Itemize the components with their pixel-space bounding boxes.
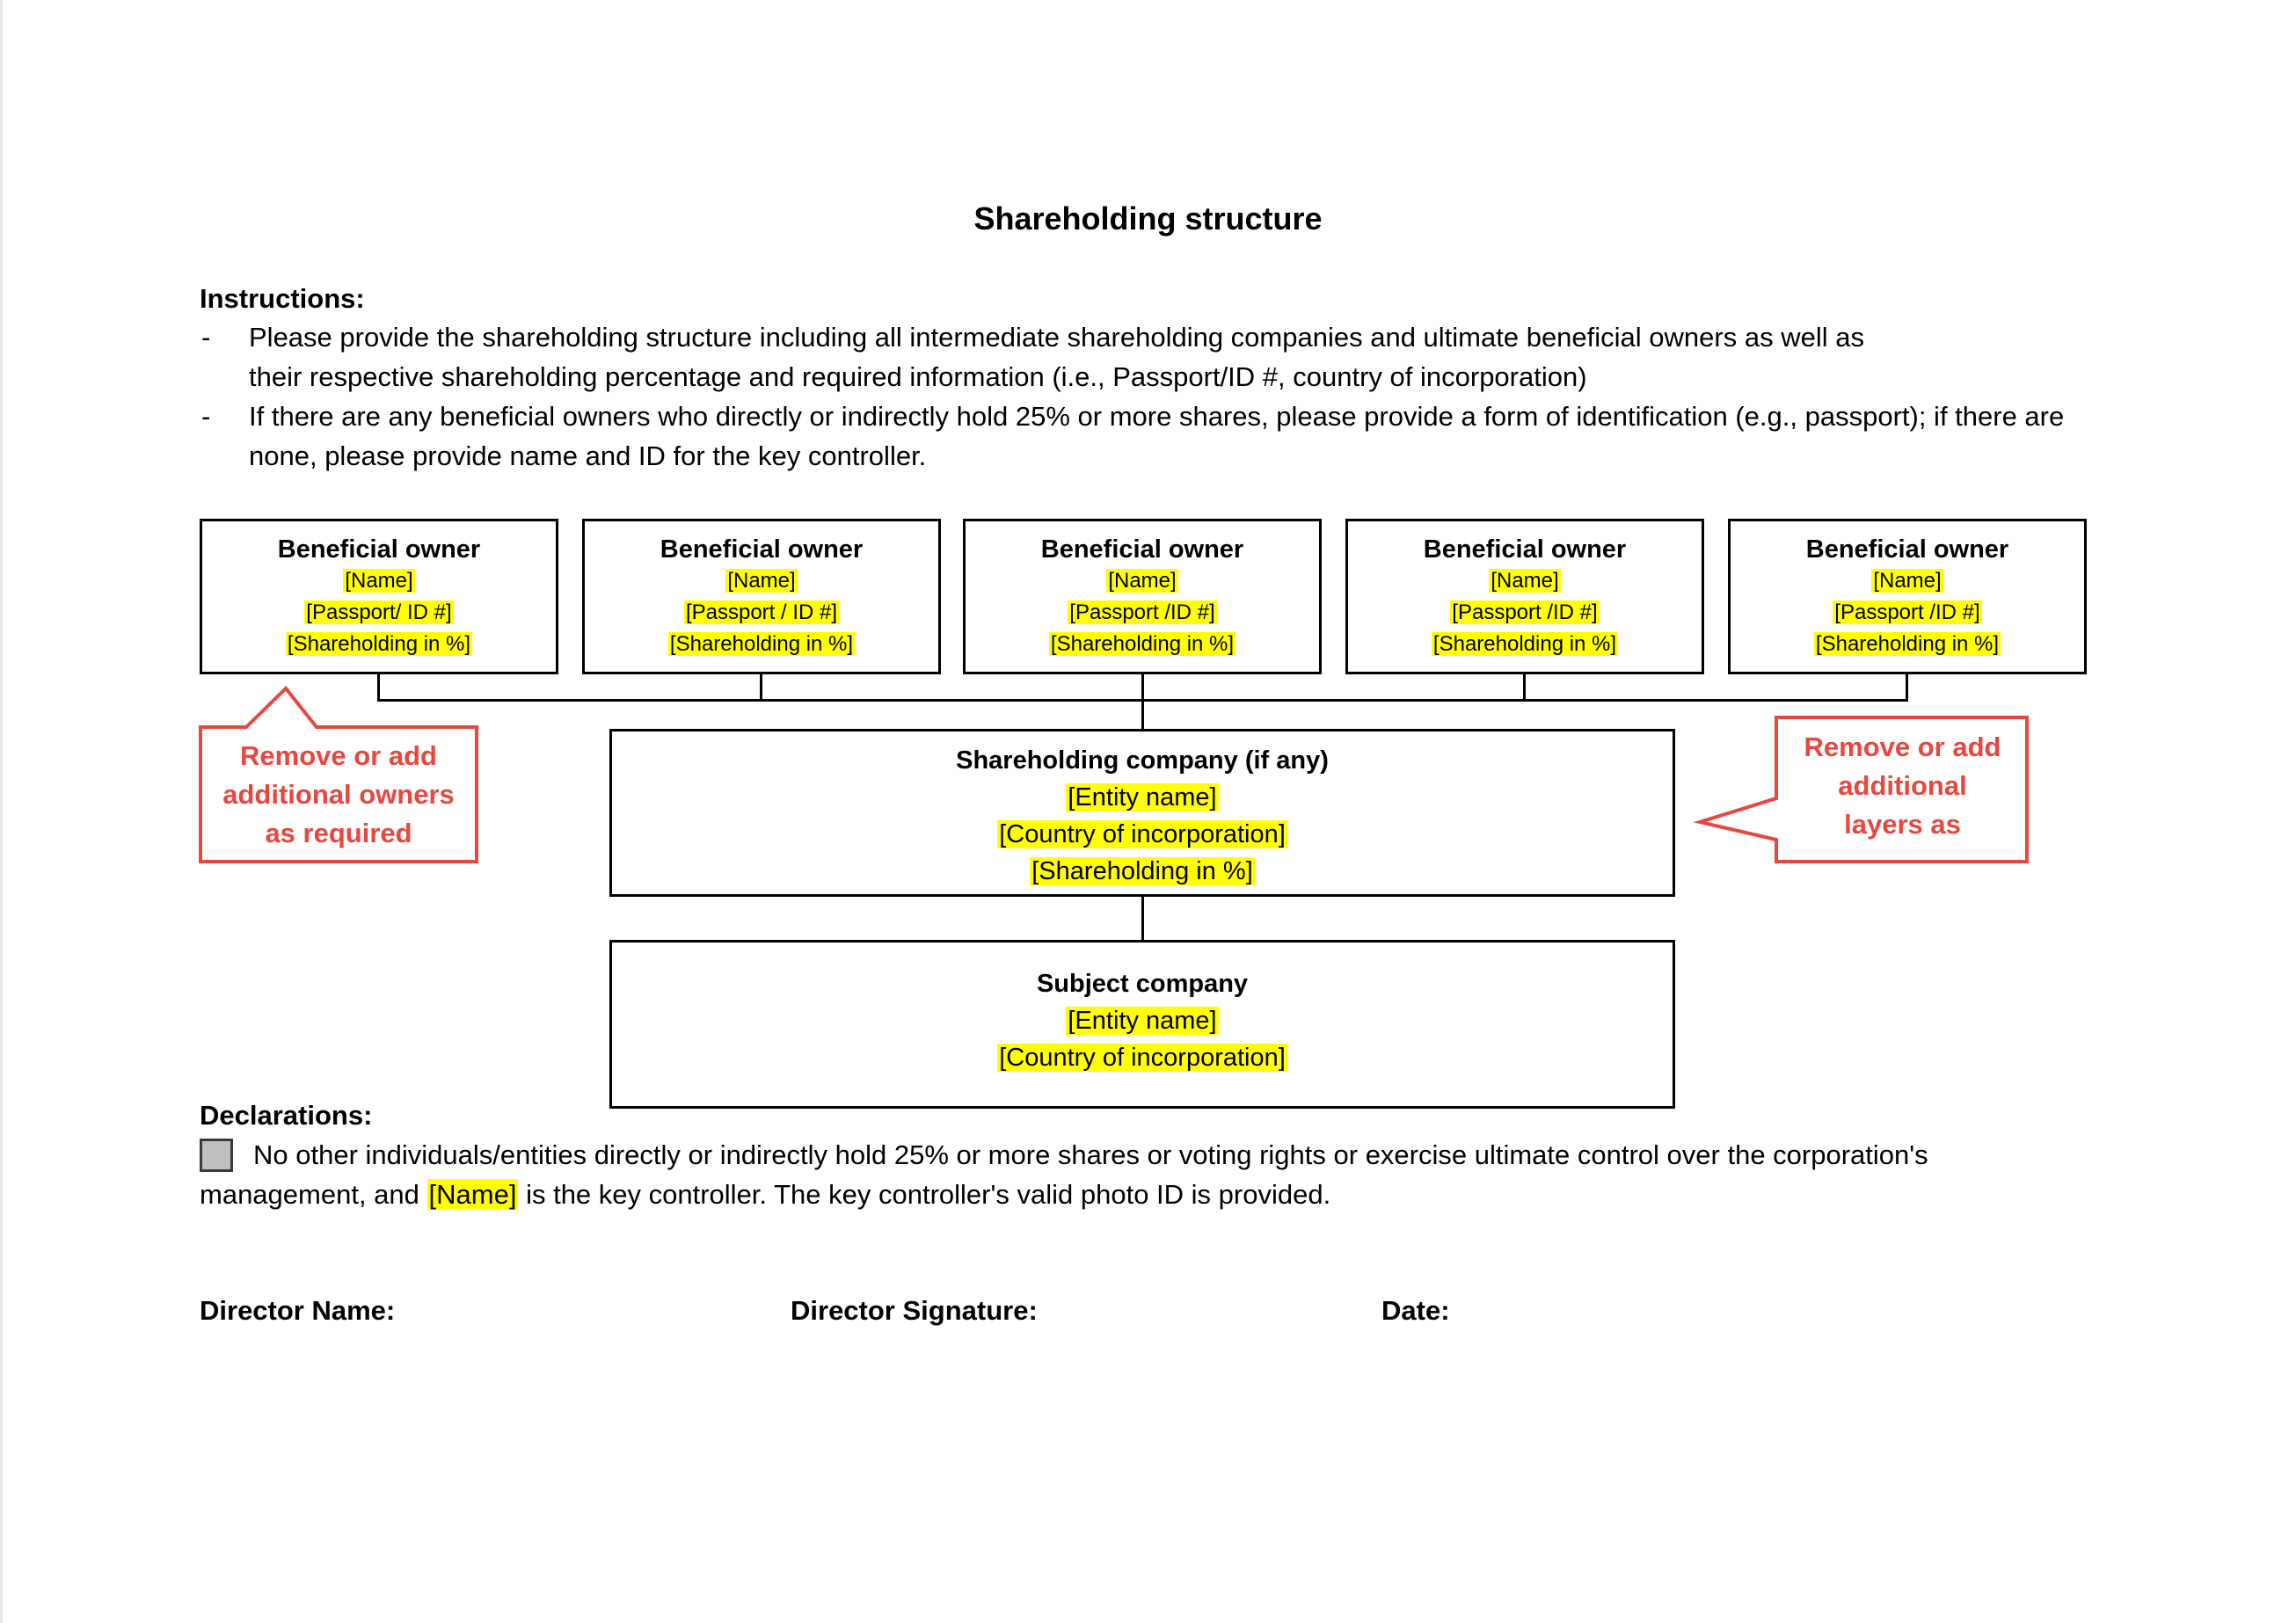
- owner-passport-field[interactable]: [Passport /ID #]: [1068, 600, 1217, 624]
- owner-name-field[interactable]: [Name]: [1871, 569, 1943, 593]
- connector-line: [1906, 674, 1908, 701]
- owner-title: Beneficial owner: [1040, 535, 1244, 564]
- instruction-line: their respective shareholding percentage…: [249, 361, 1587, 392]
- connector-line: [1141, 674, 1144, 729]
- owner-shareholding-field[interactable]: [Shareholding in %]: [667, 632, 856, 656]
- instruction-line: none, please provide name and ID for the…: [249, 440, 927, 471]
- owner-passport-field[interactable]: [Passport /ID #]: [1450, 600, 1600, 624]
- declarations-label: Declarations:: [200, 1100, 373, 1131]
- country-field[interactable]: [Country of incorporation]: [997, 820, 1287, 848]
- callout-owners-shape: [199, 686, 478, 863]
- connector-line: [1141, 895, 1144, 942]
- owner-shareholding-field[interactable]: [Shareholding in %]: [1048, 632, 1236, 656]
- owner-title: Beneficial owner: [1805, 535, 2009, 564]
- bullet-dash: -: [201, 401, 211, 432]
- shareholding-field[interactable]: [Shareholding in %]: [1030, 857, 1255, 885]
- beneficial-owner-box: Beneficial owner [Name] [Passport /ID #]…: [1728, 519, 2087, 674]
- director-signature-label: Director Signature:: [791, 1295, 1038, 1326]
- owner-passport-field[interactable]: [Passport / ID #]: [683, 600, 840, 624]
- key-controller-name-field[interactable]: [Name]: [426, 1179, 519, 1210]
- callout-layers-text: Remove or add additional layers as: [1804, 731, 2001, 840]
- entity-name-field[interactable]: [Entity name]: [1066, 1007, 1219, 1035]
- owner-title: Beneficial owner: [277, 535, 481, 564]
- subject-company-title: Subject company: [1036, 970, 1249, 998]
- declaration-line: management, and [Name] is the key contro…: [200, 1175, 1330, 1214]
- director-name-label: Director Name:: [200, 1295, 396, 1326]
- owner-shareholding-field[interactable]: [Shareholding in %]: [1431, 632, 1619, 656]
- owner-name-field[interactable]: [Name]: [1489, 569, 1561, 593]
- subject-company-box: Subject company [Entity name] [Country o…: [609, 940, 1675, 1109]
- owner-name-field[interactable]: [Name]: [1106, 569, 1178, 593]
- date-label: Date:: [1381, 1295, 1450, 1326]
- beneficial-owner-box: Beneficial owner [Name] [Passport /ID #]…: [963, 519, 1322, 674]
- owner-passport-field[interactable]: [Passport /ID #]: [1833, 600, 1982, 624]
- owner-name-field[interactable]: [Name]: [343, 569, 415, 593]
- callout-layers-shape: [1693, 716, 2029, 863]
- callout-owners-text: Remove or add additional owners as requi…: [222, 740, 455, 848]
- entity-name-field[interactable]: [Entity name]: [1066, 783, 1219, 812]
- declaration-line: No other individuals/entities directly o…: [253, 1139, 1928, 1170]
- country-field[interactable]: [Country of incorporation]: [997, 1044, 1287, 1072]
- connector-line: [760, 674, 762, 701]
- instruction-line: Please provide the shareholding structur…: [249, 322, 1864, 353]
- owner-shareholding-field[interactable]: [Shareholding in %]: [285, 632, 473, 656]
- instruction-line: If there are any beneficial owners who d…: [249, 401, 2065, 432]
- owner-name-field[interactable]: [Name]: [725, 569, 798, 593]
- connector-line: [1523, 674, 1526, 701]
- beneficial-owner-box: Beneficial owner [Name] [Passport / ID #…: [582, 519, 941, 674]
- connector-line: [377, 674, 380, 701]
- owner-title: Beneficial owner: [660, 535, 864, 564]
- shareholding-company-title: Shareholding company (if any): [956, 746, 1329, 775]
- bullet-dash: -: [201, 322, 211, 353]
- declaration-text: management, and: [200, 1179, 419, 1210]
- shareholding-company-box: Shareholding company (if any) [Entity na…: [609, 729, 1675, 897]
- instructions-label: Instructions:: [200, 283, 365, 314]
- declaration-checkbox[interactable]: [200, 1139, 233, 1172]
- beneficial-owner-box: Beneficial owner [Name] [Passport /ID #]…: [1345, 519, 1704, 674]
- page-edge: [0, 0, 3, 1623]
- beneficial-owner-box: Beneficial owner [Name] [Passport/ ID #]…: [200, 519, 558, 674]
- page-title: Shareholding structure: [973, 200, 1323, 237]
- connector-bus: [377, 699, 1908, 702]
- owner-passport-field[interactable]: [Passport/ ID #]: [304, 600, 454, 624]
- owner-shareholding-field[interactable]: [Shareholding in %]: [1813, 632, 2001, 656]
- owner-title: Beneficial owner: [1423, 535, 1627, 564]
- declaration-text: is the key controller. The key controlle…: [526, 1179, 1331, 1210]
